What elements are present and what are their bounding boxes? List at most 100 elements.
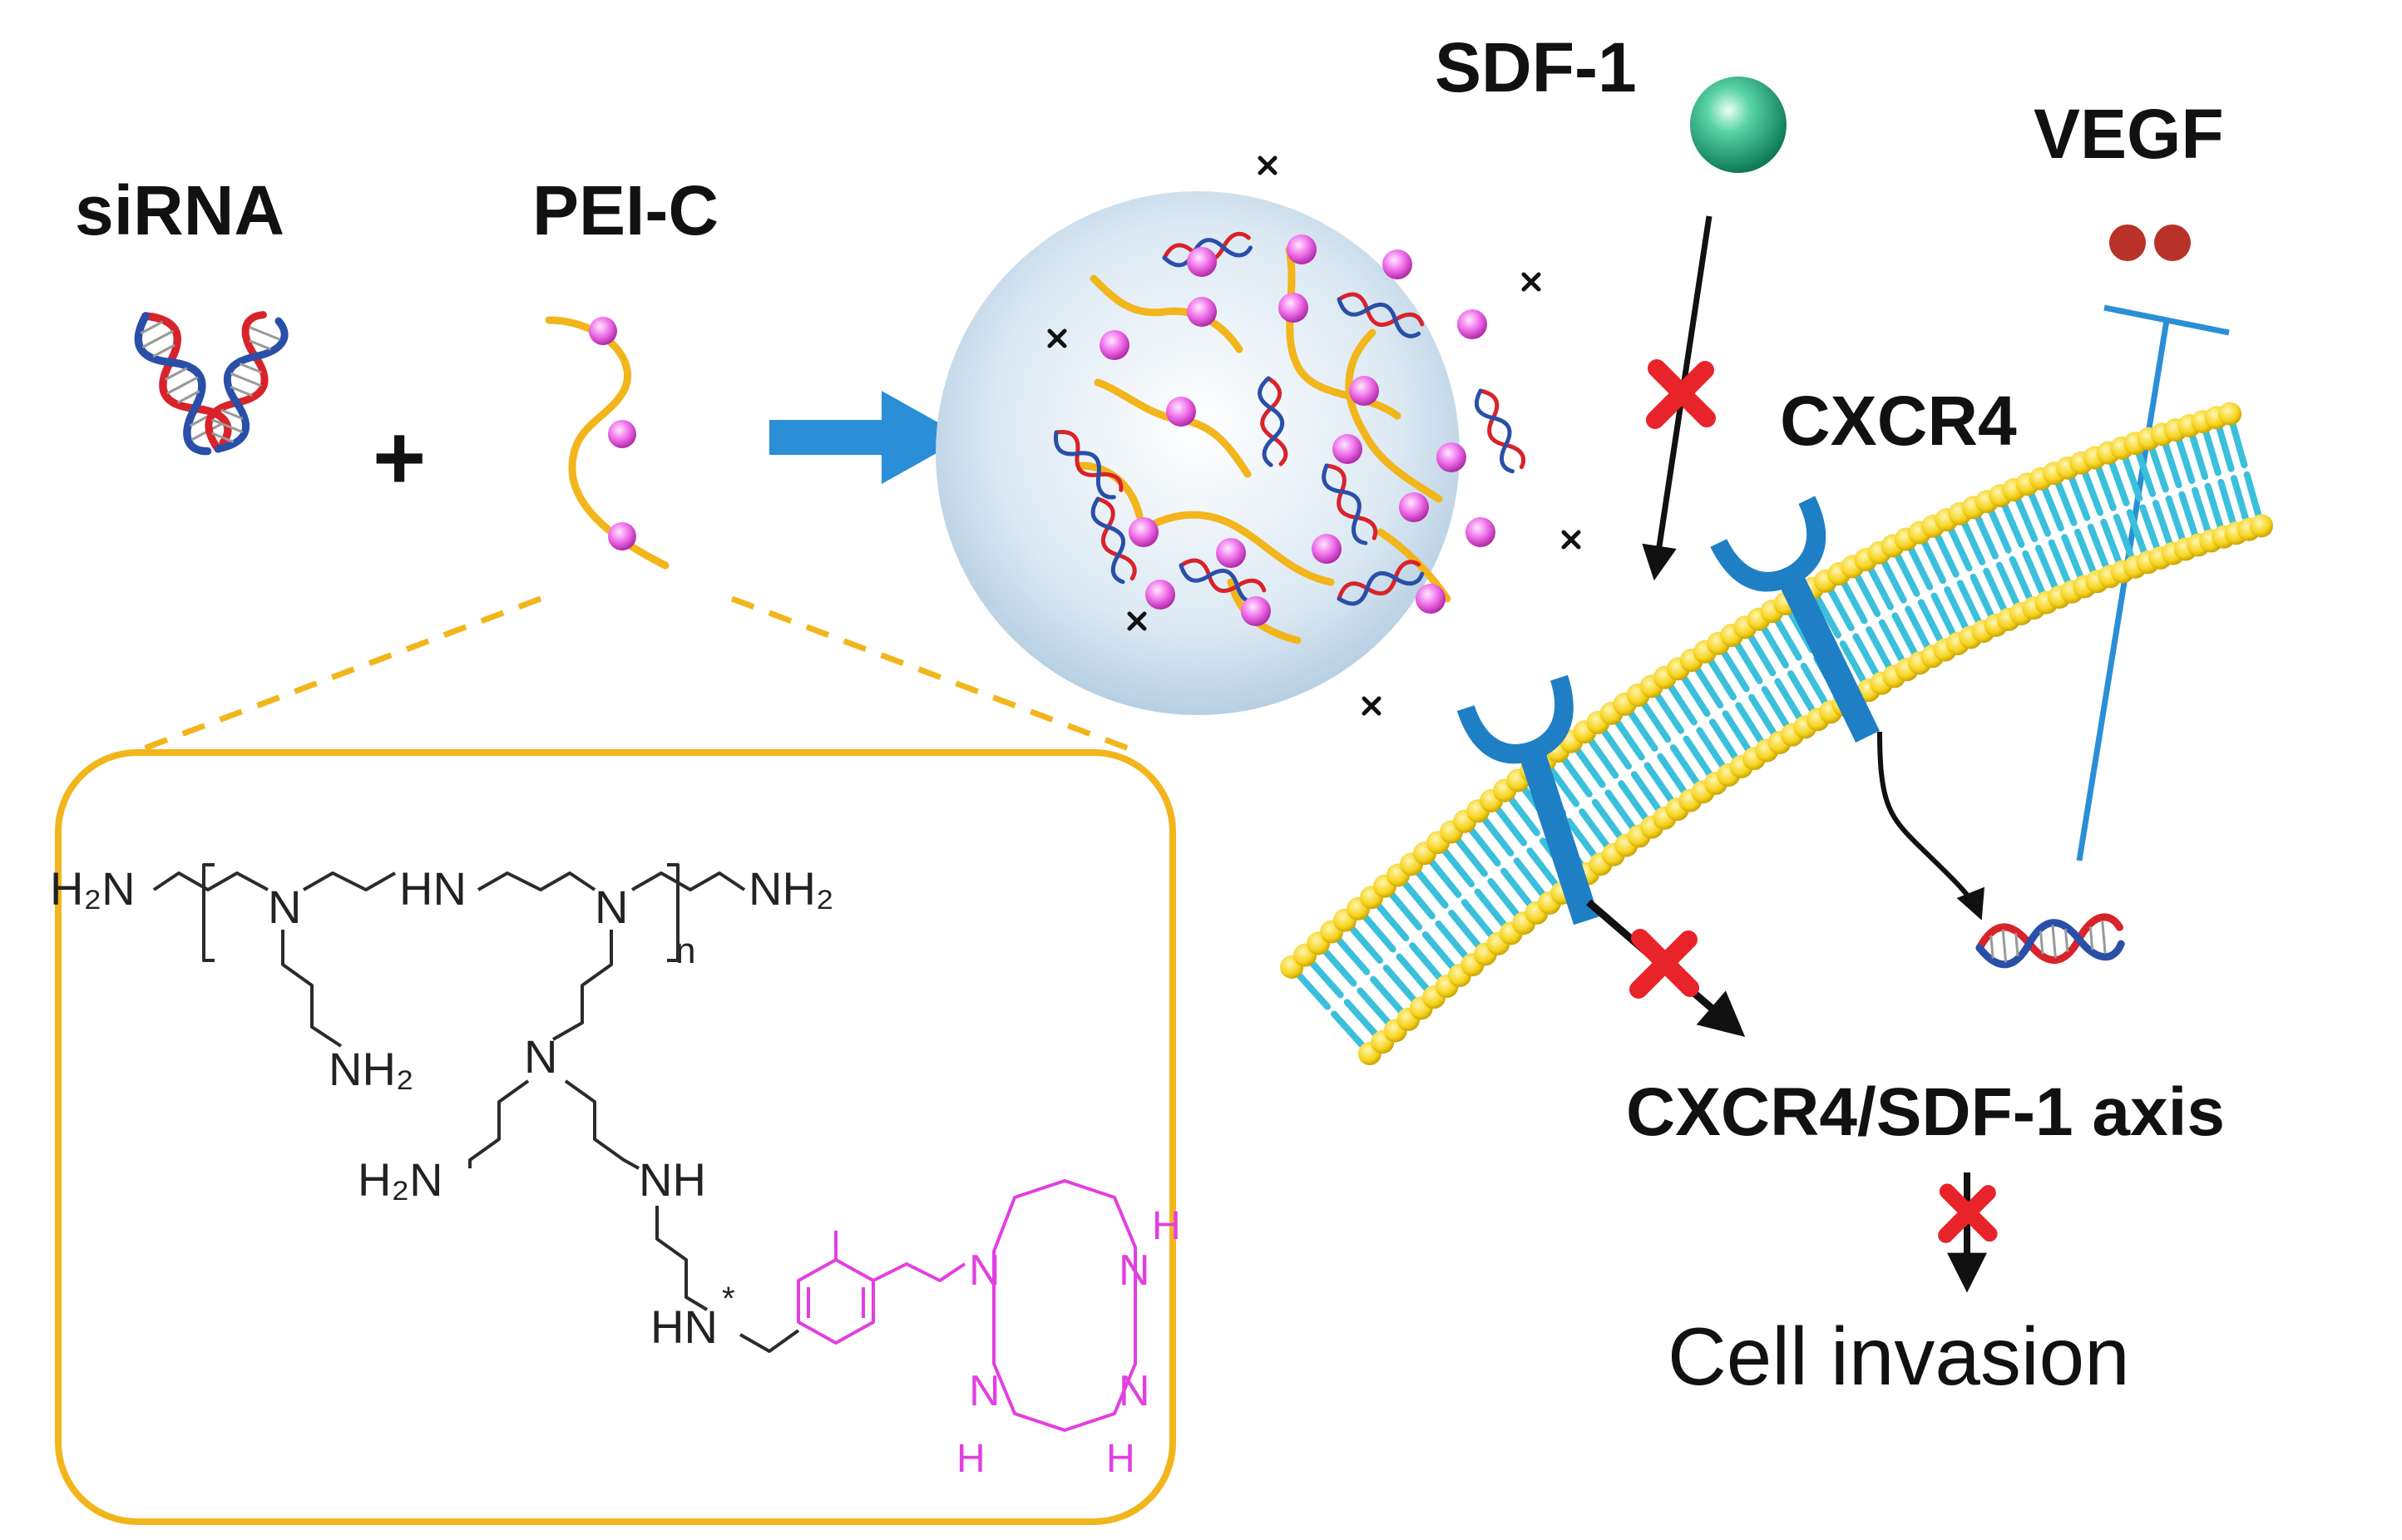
lipid-tail — [2087, 523, 2109, 570]
lipid-tail — [1468, 827, 1501, 867]
lipid-tail — [2073, 528, 2097, 575]
lipid-tail — [1935, 533, 1960, 578]
lipid-tail — [1591, 798, 1624, 840]
cyclam-n-top-left: N — [969, 1246, 1001, 1295]
lipid-tail — [1382, 965, 1417, 1003]
lipid-tail — [1891, 612, 1918, 656]
cxcr4-label: CXCR4 — [1780, 382, 2017, 460]
lipid-tail — [1455, 837, 1488, 877]
n3: N — [524, 1030, 557, 1083]
lipid-tail — [2165, 495, 2186, 542]
cyclam-n-bottom-right: N — [1119, 1367, 1150, 1415]
lipid-tail — [1474, 888, 1507, 928]
lipid-tail — [1961, 521, 1986, 565]
lipid-tail — [2204, 482, 2224, 530]
lipid-tail — [1396, 953, 1430, 992]
lipid-tail — [1970, 574, 1994, 619]
pei-c-polymer-icon — [545, 316, 670, 570]
lipid-tail — [1983, 567, 2008, 613]
lipid-tail — [1574, 748, 1606, 788]
lipid-tail — [1309, 960, 1344, 999]
lipid-tail — [1641, 701, 1672, 743]
lipid-tail — [1669, 744, 1700, 786]
lipid-tail — [1343, 999, 1378, 1037]
lipid-tail — [2126, 509, 2147, 555]
lipid-tail — [1930, 592, 1956, 637]
lipid-tail — [1721, 649, 1750, 693]
lipid-tail — [1774, 678, 1803, 721]
nh2-right: NH₂ — [749, 862, 834, 915]
lipid-tail — [2041, 486, 2064, 532]
lipid-tail — [1604, 789, 1636, 831]
lipid-tail — [1774, 618, 1802, 661]
lipid-tail — [1460, 899, 1495, 938]
lipid-tail — [1841, 580, 1868, 624]
sdf1-ligand-icon — [1690, 77, 1787, 173]
lipid-tail — [1428, 859, 1462, 898]
lipid-tail — [1668, 684, 1698, 726]
h2n-lower: H₂N — [358, 1153, 443, 1206]
structure-box — [55, 749, 1176, 1525]
knockdown-arrow — [1877, 731, 1984, 921]
lipid-tail — [2113, 513, 2135, 560]
lipid-tail — [2189, 433, 2209, 481]
lipid-tail — [1401, 881, 1436, 920]
lipid-tail — [1643, 762, 1674, 803]
lipid-tail — [1708, 718, 1739, 761]
lipid-tail — [1601, 728, 1632, 770]
lipid-tail — [1988, 508, 2012, 554]
lipid-tail — [1735, 702, 1764, 744]
lipid-tail — [1956, 580, 1982, 624]
lipid-tail — [2009, 555, 2033, 601]
lipid-tail — [2152, 500, 2173, 546]
lipid-head — [2218, 402, 2242, 426]
lipid-tail — [2014, 497, 2039, 543]
cyclam-h-top: H — [1152, 1204, 1181, 1248]
pei-c-label: PEI-C — [532, 171, 719, 249]
lipid-tail — [1694, 666, 1724, 709]
lipid-tail — [2243, 471, 2262, 518]
sirna-label: siRNA — [75, 171, 284, 249]
lipid-tail — [2178, 491, 2198, 538]
lipid-tail — [2068, 475, 2091, 521]
lipid-tail — [1565, 817, 1598, 858]
lipid-tail — [1800, 662, 1828, 706]
process-arrow-icon — [769, 391, 965, 484]
lipid-tail — [2230, 475, 2249, 522]
lipid-tail — [1618, 780, 1649, 822]
cyclam-h-bottom-right: H — [1106, 1437, 1135, 1481]
lipid-tail — [1362, 914, 1396, 953]
axis-label: CXCR4/SDF-1 axis — [1626, 1074, 2225, 1150]
lipid-tail — [1681, 675, 1711, 718]
lipid-tail — [2202, 429, 2222, 476]
lipid-tail — [2095, 465, 2117, 511]
invasion-label: Cell invasion — [1668, 1310, 2130, 1402]
lipid-tail — [1495, 807, 1528, 847]
lipid-tail — [1526, 847, 1559, 887]
lipid-tail — [1839, 640, 1867, 684]
nh2-branch: NH₂ — [329, 1043, 414, 1095]
lipid-tail — [1370, 975, 1404, 1014]
nh-lower: NH — [639, 1153, 706, 1206]
lipid-tail — [2028, 491, 2051, 537]
lipid-tail — [2082, 470, 2104, 516]
lipid-tail — [1905, 605, 1930, 649]
lipid-tail — [1708, 658, 1737, 701]
lipid-tail — [1579, 808, 1610, 849]
lipid-tail — [2139, 504, 2160, 550]
lipid-tail — [2229, 422, 2248, 469]
cyclam-n-bottom-left: N — [969, 1367, 1001, 1415]
n1: N — [268, 881, 301, 933]
lipid-tail — [1787, 670, 1816, 713]
lipid-tail — [1974, 515, 1999, 560]
lipid-tail — [1448, 909, 1481, 949]
lipid-tail — [2217, 478, 2236, 526]
lipid-tail — [1867, 566, 1894, 610]
lipid-tail — [1376, 902, 1410, 942]
lipid-tail — [1748, 693, 1777, 737]
h2n-left: H₂N — [50, 862, 136, 915]
lipid-tail — [1614, 719, 1645, 761]
lipid-tail — [1894, 553, 1920, 597]
lipid-tail — [1734, 642, 1763, 684]
